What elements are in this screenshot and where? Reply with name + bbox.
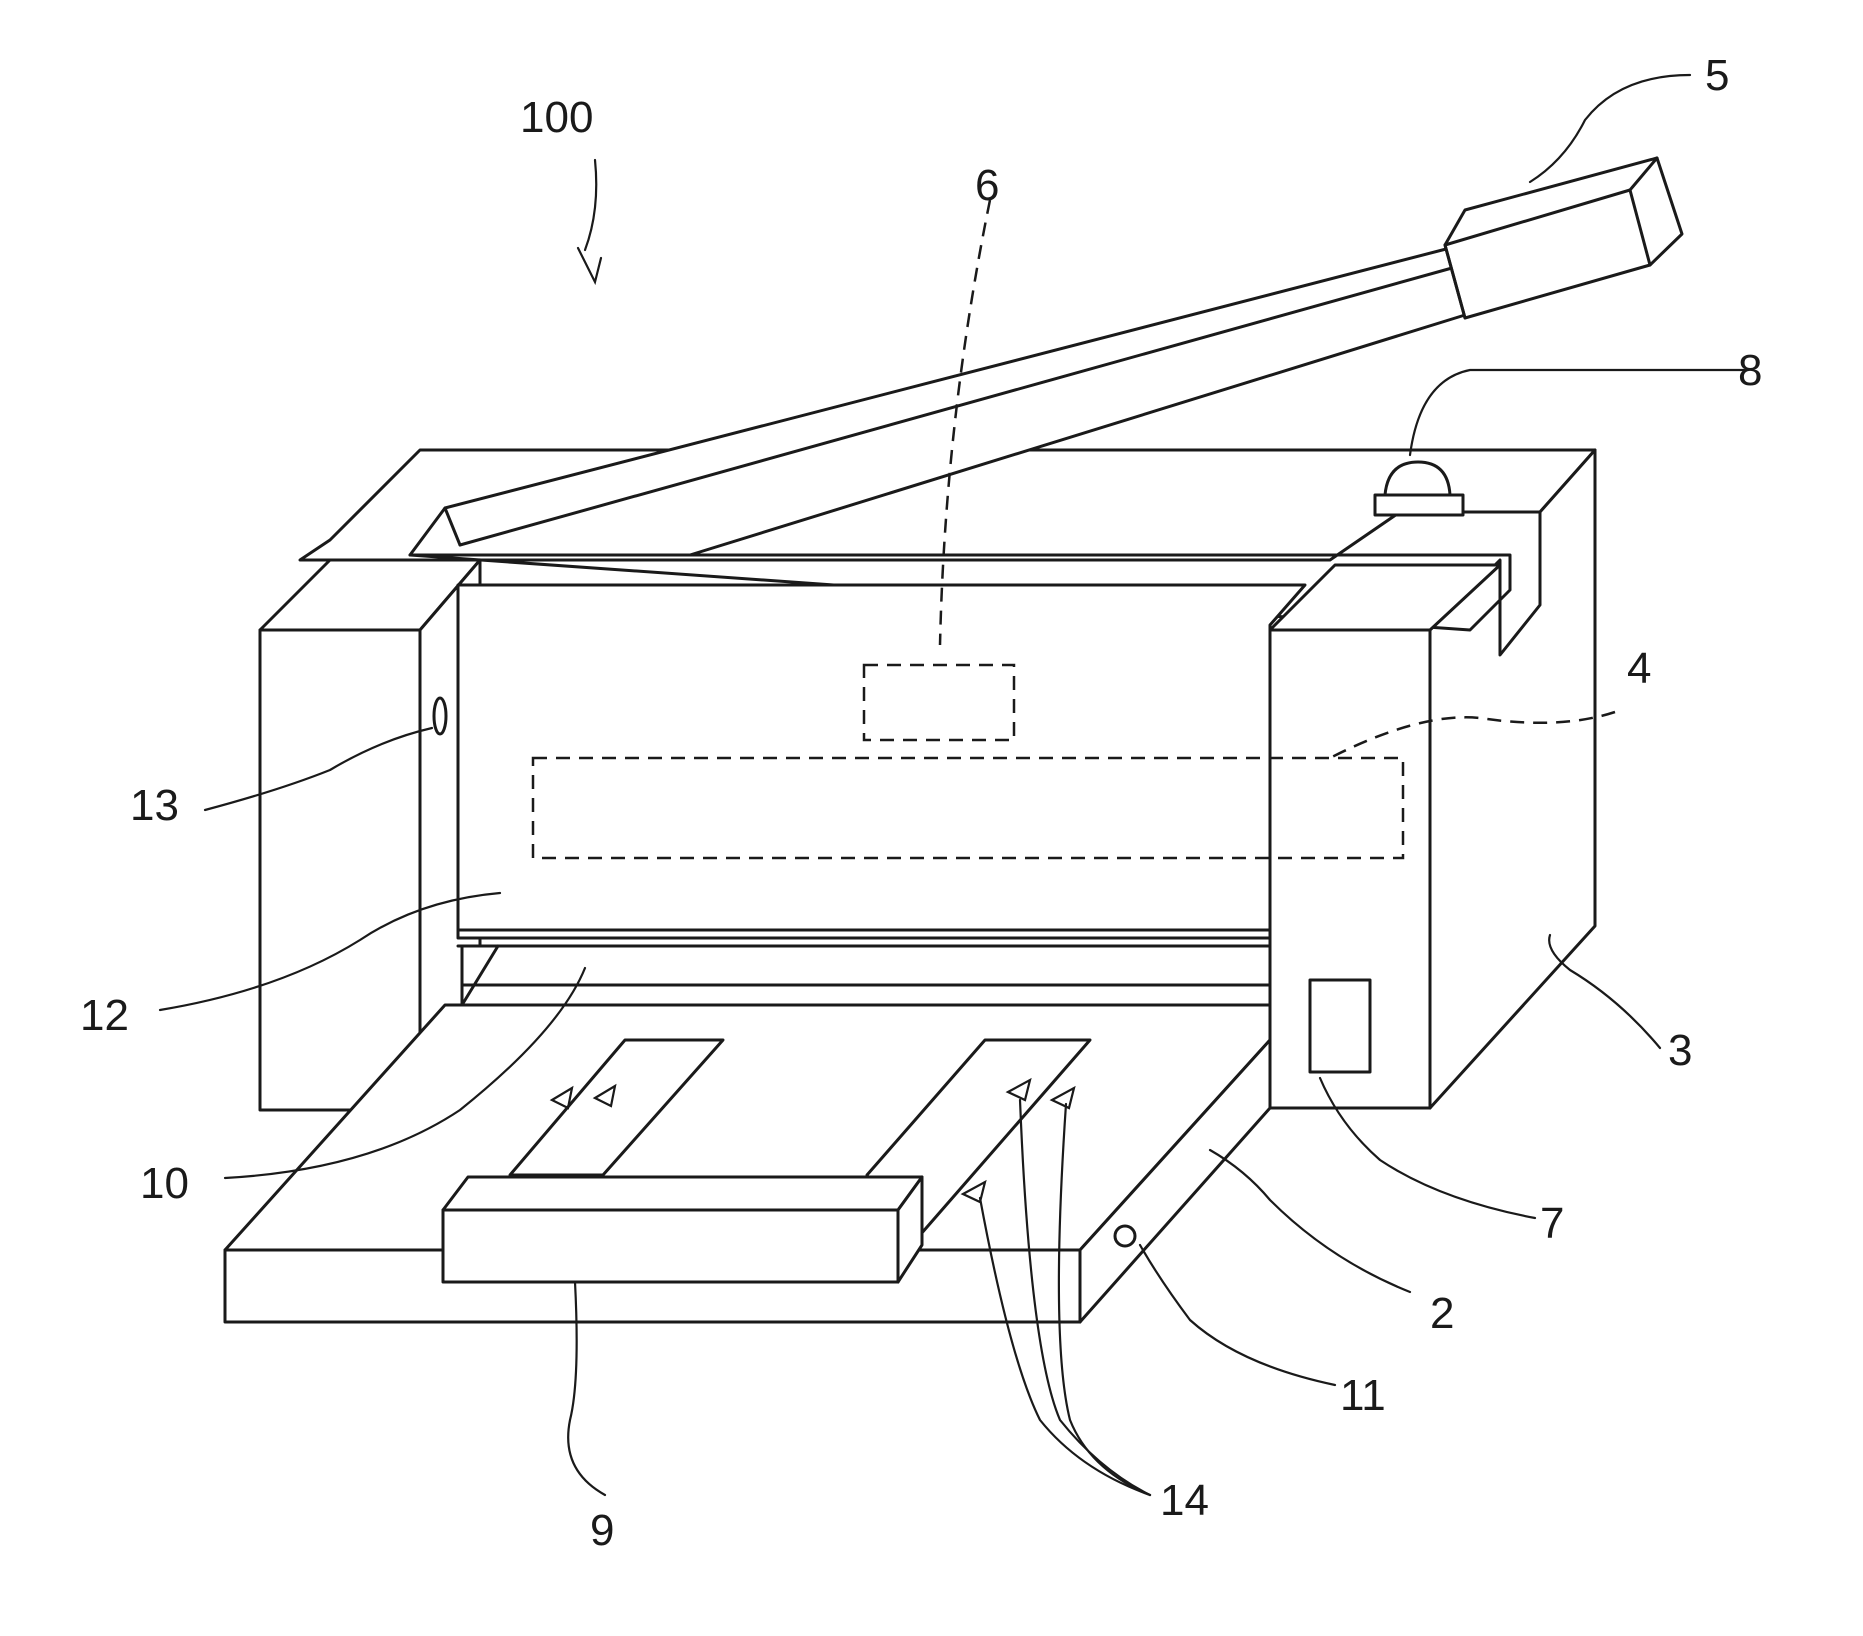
label-8: 8 [1738, 346, 1762, 395]
label-3: 3 [1668, 1026, 1692, 1075]
label-14: 14 [1160, 1476, 1209, 1525]
arm-handle [1445, 158, 1682, 318]
housing-right-face [1430, 450, 1595, 1108]
feed-slot-face [462, 946, 1270, 1005]
label-11: 11 [1340, 1371, 1386, 1420]
control-panel-7 [1310, 980, 1370, 1072]
label-9: 9 [590, 1506, 614, 1555]
label-6: 6 [975, 161, 999, 210]
output-block [443, 1177, 922, 1282]
label-100: 100 [520, 93, 593, 142]
front-cover-face [458, 585, 1305, 938]
left-column [260, 630, 420, 1110]
label-2: 2 [1430, 1289, 1454, 1338]
front-cover [458, 585, 1305, 946]
label-5: 5 [1705, 51, 1729, 100]
label-13: 13 [130, 781, 179, 830]
label-7: 7 [1540, 1199, 1564, 1248]
output-block-front [443, 1210, 898, 1282]
label-12: 12 [80, 991, 129, 1040]
output-block-top [443, 1177, 922, 1210]
feed-slot [462, 946, 1270, 1005]
label-4: 4 [1627, 644, 1651, 693]
label-10: 10 [140, 1159, 189, 1208]
